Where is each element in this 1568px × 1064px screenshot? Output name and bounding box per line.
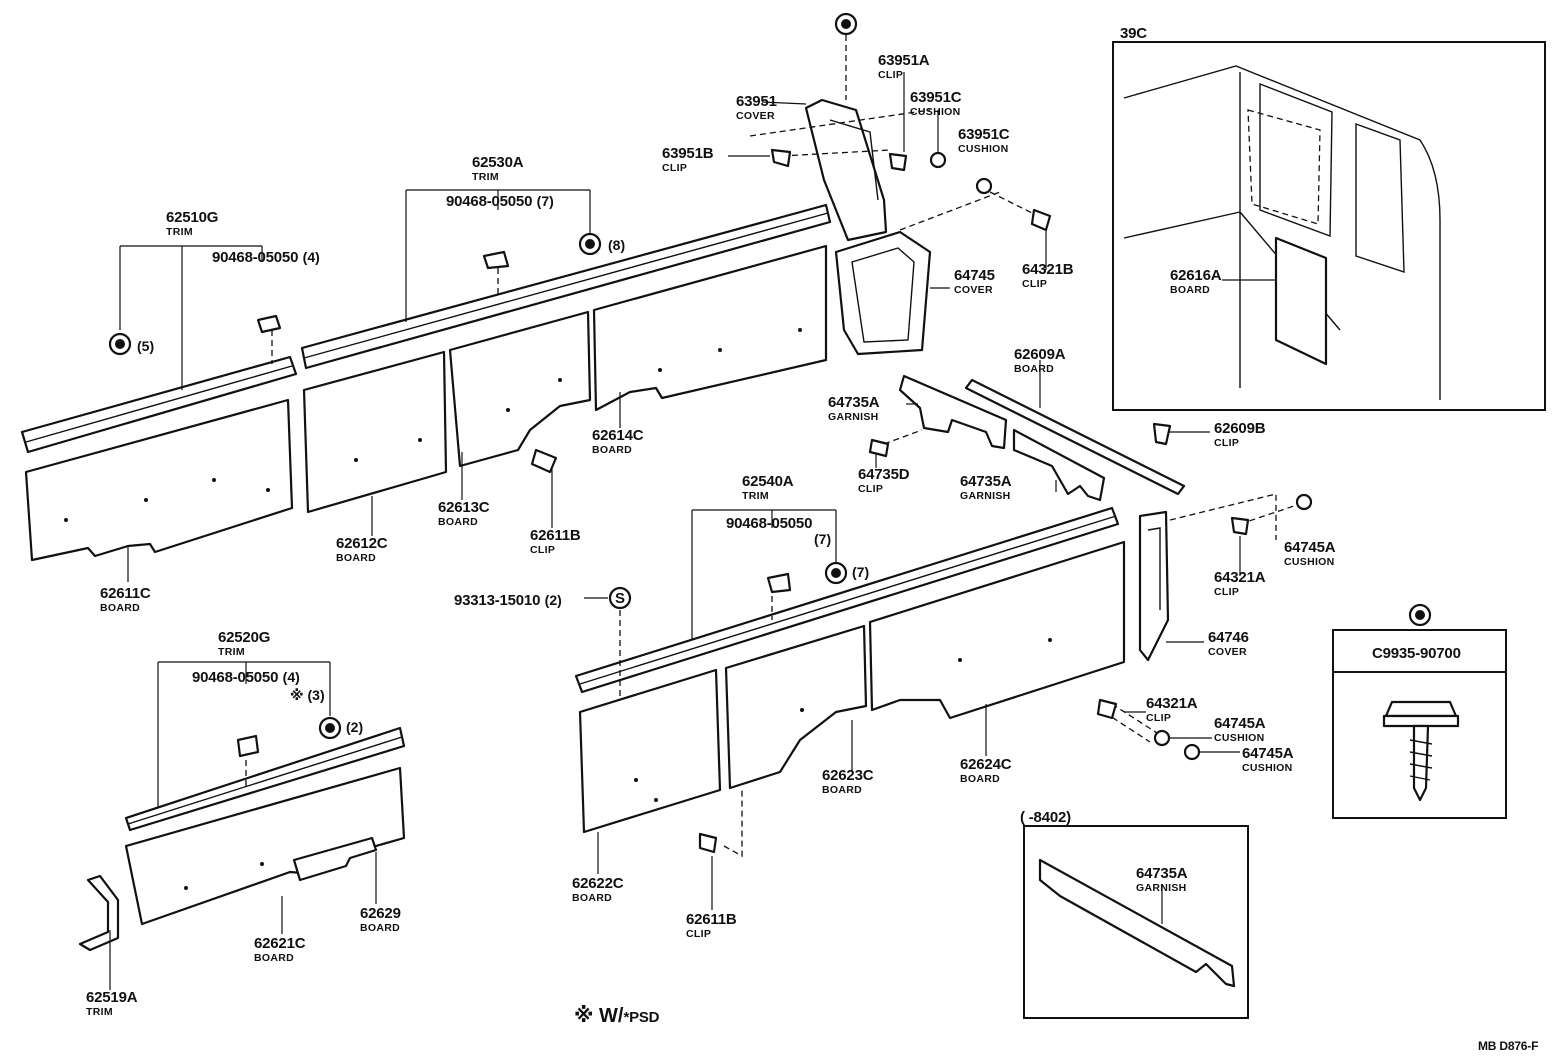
- board-62629: [292, 836, 378, 882]
- label-c9935: C9935-90700: [1372, 645, 1461, 662]
- board-62622c: [578, 668, 722, 834]
- board-62613c: [448, 310, 592, 468]
- label-90468-a: 90468-05050 (4): [212, 249, 320, 266]
- inset-c9935: [1332, 629, 1507, 819]
- panel-holes: [64, 328, 1052, 890]
- trim-62520g: [124, 726, 406, 832]
- cover-64745: [834, 230, 932, 356]
- leader-lines: [109, 35, 1301, 990]
- board-62624c: [868, 540, 1126, 720]
- label-mark-s: S: [615, 590, 625, 607]
- garnish-64735a-lower: [1012, 428, 1106, 502]
- label-8402: ( -8402): [1020, 809, 1071, 826]
- label-93313: 93313-15010 (2): [454, 592, 562, 609]
- board-62609a: [964, 378, 1186, 496]
- board-62612c: [302, 350, 448, 514]
- board-62614c: [592, 244, 828, 412]
- board-62611c: [24, 398, 294, 562]
- trim-62530a: [300, 203, 832, 370]
- label-90468-d: 90468-05050 (4): [192, 669, 300, 686]
- drawing-code: MB D876-F: [1478, 1039, 1539, 1053]
- trim-62510g: [20, 355, 298, 454]
- legend-psd: ※ W/*PSD: [574, 1005, 660, 1027]
- label-inset-39c: 39C: [1120, 25, 1147, 42]
- label-mark-7: (7): [852, 564, 870, 580]
- fasteners: [108, 12, 1432, 854]
- label-90468-c: 90468-05050(7): [726, 515, 832, 547]
- label-psd-qty: ※ (3): [290, 687, 325, 703]
- cover-63951: [804, 98, 888, 242]
- trim-62540a: [574, 506, 1120, 694]
- inset-39c: [1112, 41, 1546, 411]
- label-mark-2: (2): [346, 719, 364, 735]
- inset-8402: [1023, 825, 1249, 1019]
- label-mark-5: (5): [137, 338, 155, 354]
- garnish-64735a-upper: [898, 374, 1008, 450]
- handle-62519a: [78, 874, 120, 952]
- label-90468-b: 90468-05050 (7): [446, 193, 554, 210]
- label-mark-8: (8): [608, 237, 626, 253]
- board-62623c: [724, 624, 868, 790]
- cover-64746: [1138, 510, 1170, 662]
